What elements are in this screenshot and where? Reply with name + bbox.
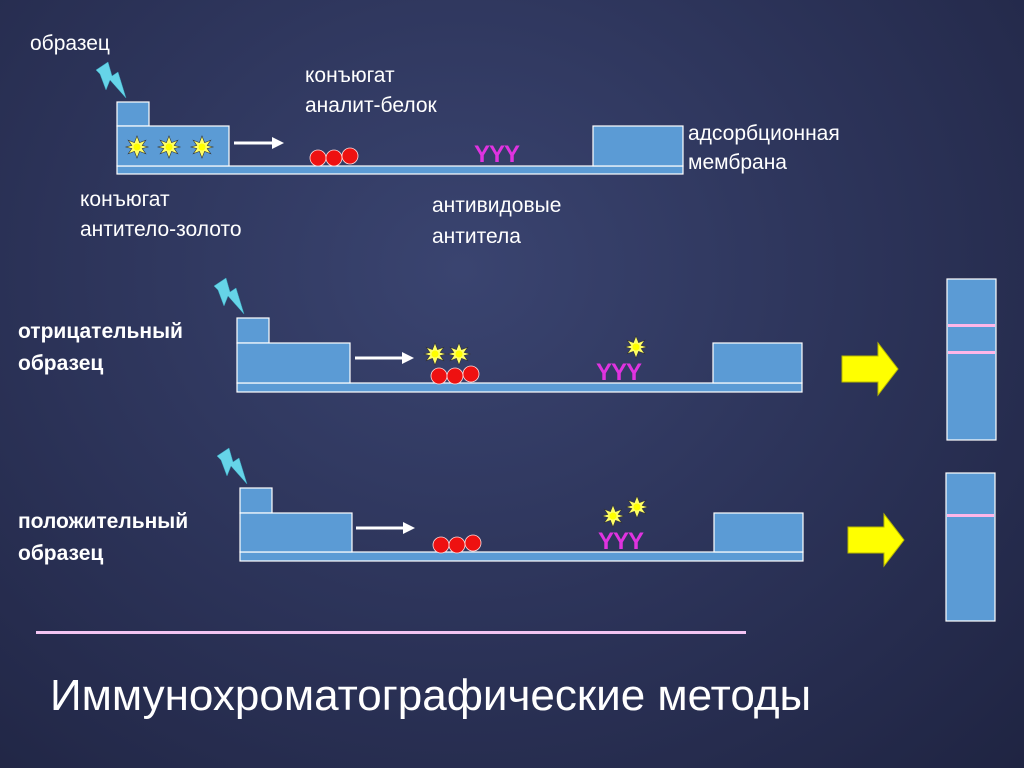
result-arrow-icon	[847, 512, 905, 568]
sample-pad	[239, 487, 273, 514]
strip-base	[116, 165, 684, 175]
analyte-dot	[462, 365, 480, 383]
anti-antibodies-label-line2: антитела	[432, 225, 521, 248]
flow-arrow-icon	[356, 522, 415, 534]
gold-star-icon	[624, 335, 648, 359]
conjugate-pad	[236, 342, 351, 384]
result-strip	[946, 278, 997, 441]
control-line	[947, 514, 994, 517]
strip-base	[236, 382, 803, 393]
result-arrow-icon	[841, 341, 899, 397]
sample-pad	[236, 317, 270, 344]
analyte-dot	[341, 147, 359, 165]
strip-base	[239, 551, 804, 562]
analyte-dot	[430, 367, 448, 385]
analyte-dot	[446, 367, 464, 385]
gold-star-icon	[625, 495, 649, 519]
result-strip	[945, 472, 996, 622]
lightning-icon	[216, 447, 248, 485]
absorbent-pad	[592, 125, 684, 167]
control-line	[948, 324, 995, 327]
negative-sample-label-line2: образец	[18, 352, 104, 375]
anti-antibodies-label-line1: антивидовые	[432, 194, 562, 217]
antibody-line-top: YYY	[474, 141, 520, 168]
conjugate-gold-label-line1: конъюгат	[80, 188, 170, 211]
analyte-dot	[464, 534, 482, 552]
sample-pad	[116, 101, 150, 127]
positive-strip	[216, 447, 996, 622]
antibody-line-negative: YYY	[596, 359, 642, 386]
gold-star-icon	[601, 504, 625, 528]
analyte-dot	[448, 536, 466, 554]
absorbent-pad	[712, 342, 803, 384]
negative-sample-label-line1: отрицательный	[18, 320, 183, 343]
adsorption-membrane-label-line2: мембрана	[688, 151, 787, 174]
conjugate-analyte-label-line2: аналит-белок	[305, 94, 437, 117]
analyte-dot	[309, 149, 327, 167]
top-strip	[95, 61, 684, 175]
sample-label: образец	[30, 32, 110, 55]
absorbent-pad	[713, 512, 804, 553]
positive-sample-label-line1: положительный	[18, 510, 189, 533]
flow-arrow-icon	[234, 137, 284, 149]
conjugate-analyte-label-line1: конъюгат	[305, 64, 395, 87]
page-title: Иммунохроматографические методы	[50, 671, 812, 720]
gold-star-icon	[423, 342, 447, 366]
conjugate-gold-label-line2: антитело-золото	[80, 218, 242, 241]
lightning-icon	[95, 61, 127, 99]
analyte-dot	[325, 149, 343, 167]
lightning-icon	[213, 277, 245, 315]
gold-star-icon	[447, 342, 471, 366]
test-line	[948, 351, 995, 354]
analyte-dot	[432, 536, 450, 554]
positive-sample-label-line2: образец	[18, 542, 104, 565]
negative-strip	[213, 277, 997, 441]
antibody-line-positive: YYY	[598, 528, 644, 555]
adsorption-membrane-label-line1: адсорбционная	[688, 122, 840, 145]
flow-arrow-icon	[355, 352, 414, 364]
title-divider	[36, 631, 746, 634]
conjugate-pad	[239, 512, 353, 553]
